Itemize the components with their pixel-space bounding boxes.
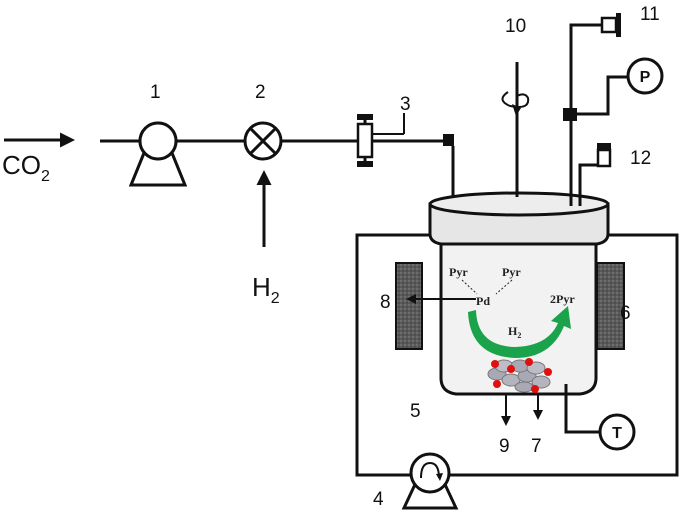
label-5: 5 xyxy=(410,401,421,422)
valve-12 xyxy=(596,143,612,168)
product-label: 2Pyr xyxy=(550,292,575,306)
pump-1 xyxy=(128,121,188,187)
bond-right xyxy=(495,279,513,295)
label-4: 4 xyxy=(373,489,384,510)
pyr-left-label: Pyr xyxy=(449,265,468,279)
label-12: 12 xyxy=(630,148,651,169)
rotation-icon xyxy=(501,91,530,108)
label-11: 11 xyxy=(640,4,660,25)
gas-outlet-line xyxy=(569,23,608,206)
label-6: 6 xyxy=(620,303,631,324)
label-3: 3 xyxy=(400,94,411,115)
bond-left xyxy=(461,279,478,295)
feed-connector xyxy=(443,134,454,146)
h2-reagent-label: H2 xyxy=(508,324,521,340)
pd-label: Pd xyxy=(476,294,490,308)
green-reaction-arrow xyxy=(468,306,571,358)
pressure-gauge-icon: P xyxy=(626,57,664,95)
pump-4 xyxy=(401,452,459,510)
reactor-vessel xyxy=(428,191,610,396)
heater-right xyxy=(596,262,625,350)
svg-text:T: T xyxy=(612,425,622,442)
label-8: 8 xyxy=(380,292,391,313)
filter-fitting-3 xyxy=(356,113,405,167)
thermocouple-line xyxy=(564,384,600,434)
label-2: 2 xyxy=(255,82,266,103)
rotation-arrowhead xyxy=(512,104,521,116)
sampling-line xyxy=(578,163,600,206)
valve-11 xyxy=(600,13,621,37)
label-9: 9 xyxy=(499,436,510,457)
co2-label: CO2 xyxy=(2,150,50,185)
pyr-right-label: Pyr xyxy=(502,265,521,279)
label-7: 7 xyxy=(531,436,542,457)
catalyst-particles xyxy=(487,358,552,393)
h2-label: H2 xyxy=(252,272,280,307)
label-10: 10 xyxy=(505,16,526,37)
tee-connector xyxy=(563,108,577,121)
svg-text:P: P xyxy=(640,69,651,86)
label-1: 1 xyxy=(150,82,161,103)
mixing-valve-2 xyxy=(243,121,283,161)
heater-left xyxy=(395,262,423,350)
gauge-line xyxy=(577,75,627,116)
temperature-gauge-icon: T xyxy=(598,413,636,451)
